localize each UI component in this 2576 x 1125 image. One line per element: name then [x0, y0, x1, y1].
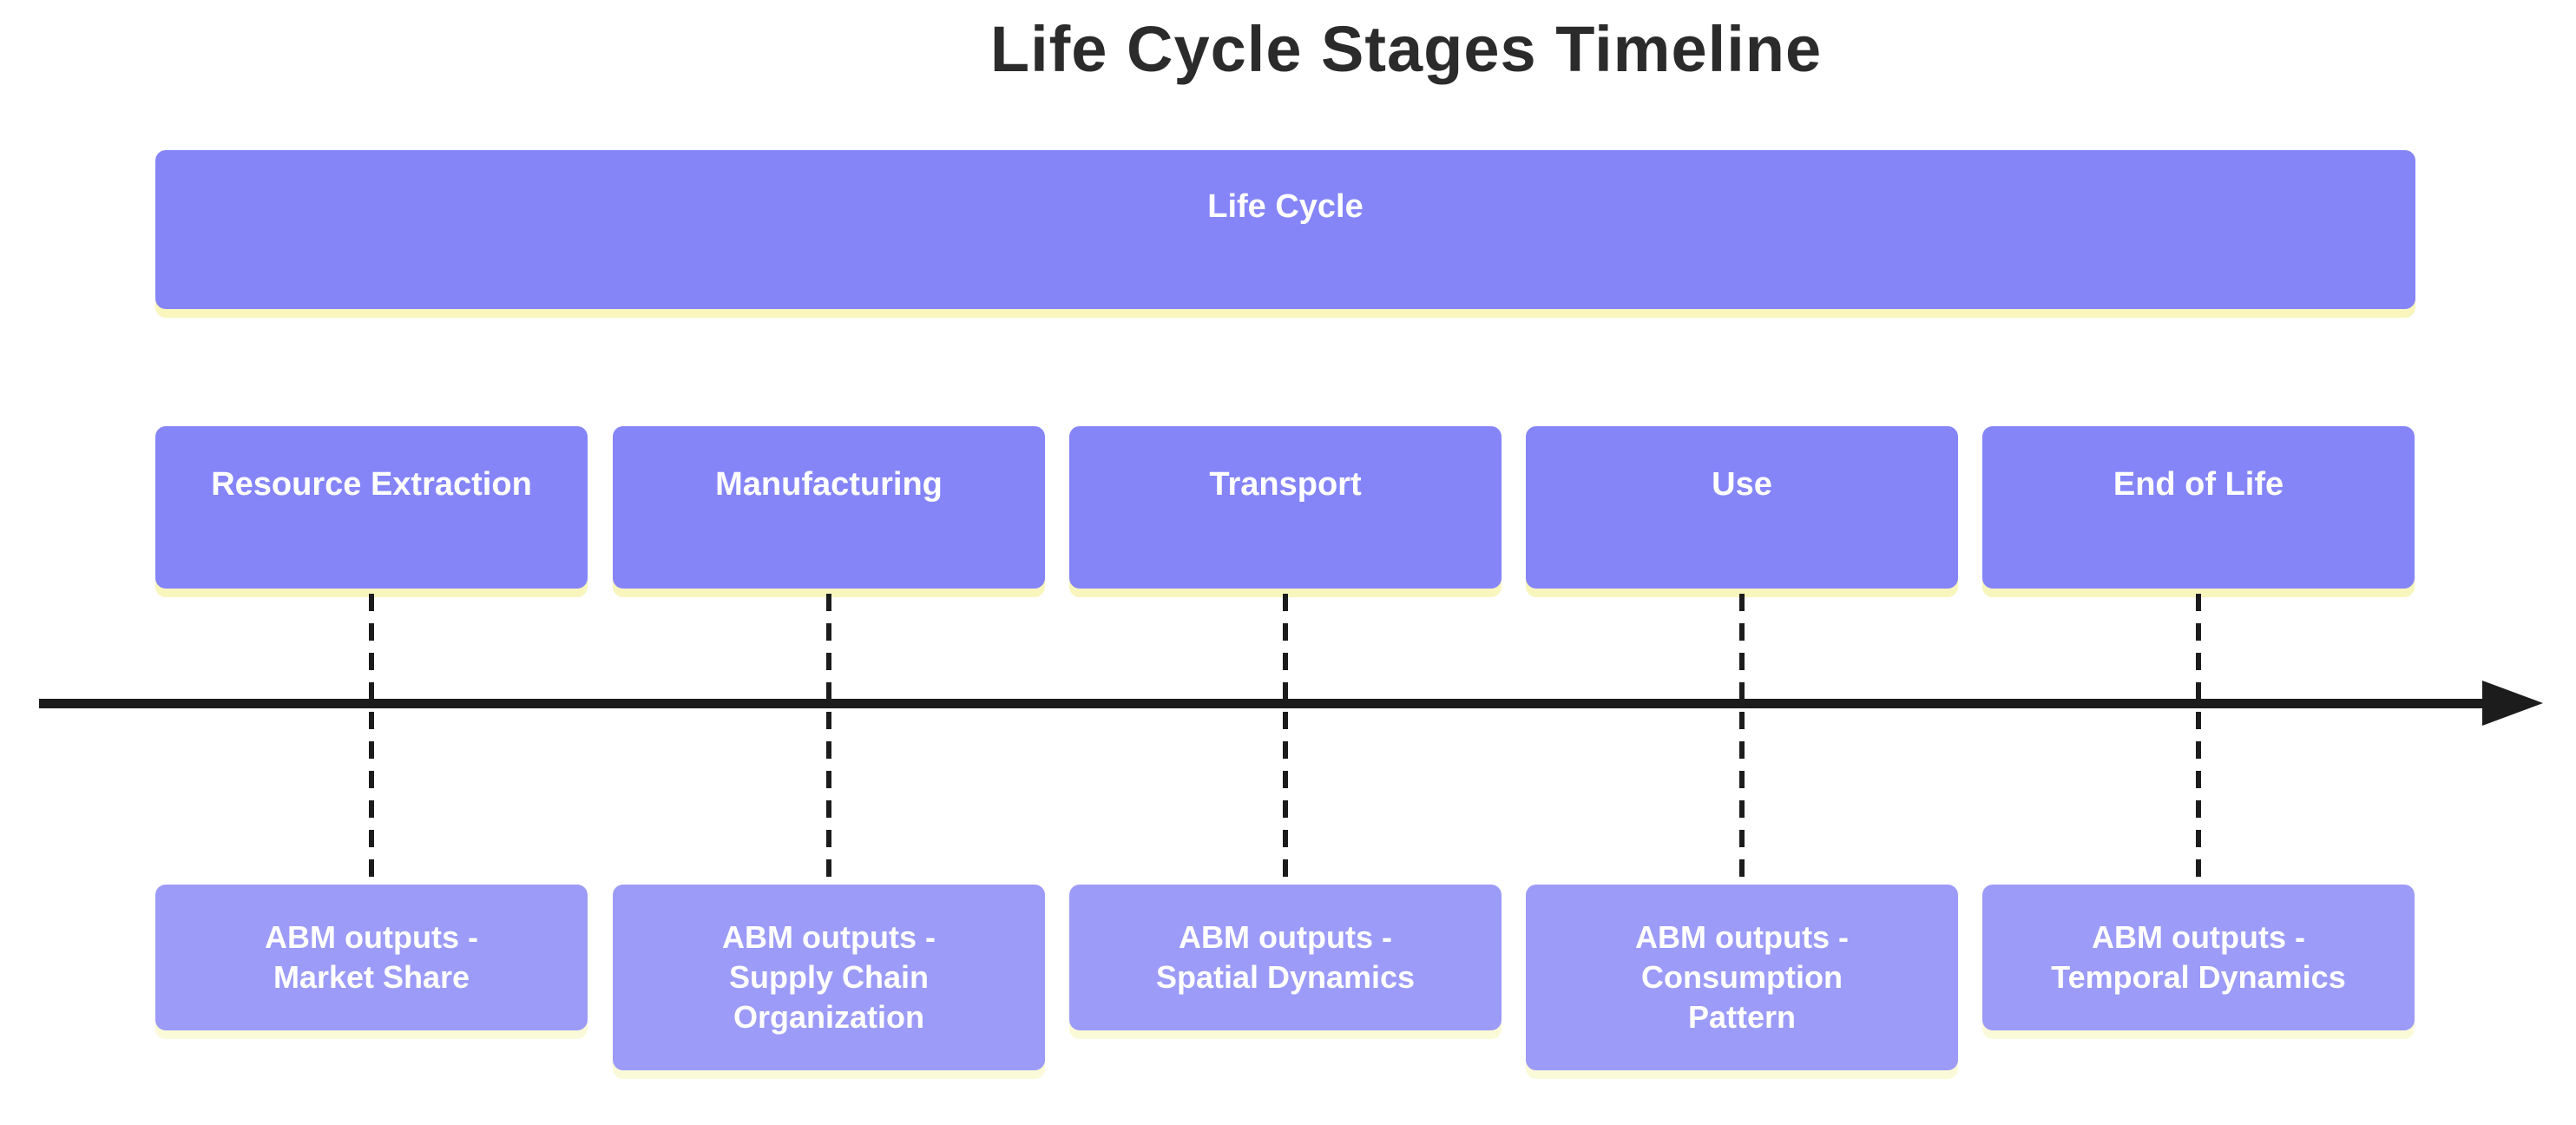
event-box-temporal-dynamics: ABM outputs - Temporal Dynamics: [1982, 885, 2415, 1030]
section-bar-life-cycle: Life Cycle: [155, 150, 2415, 309]
stage-label: Resource Extraction: [211, 466, 532, 503]
stage-label: End of Life: [2113, 466, 2284, 503]
connector-dashed-line: [826, 594, 831, 880]
event-box-market-share: ABM outputs - Market Share: [155, 885, 588, 1030]
stage-box-end-of-life: End of Life: [1982, 426, 2415, 589]
event-box-consumption-pattern: ABM outputs - Consumption Pattern: [1526, 885, 1958, 1070]
event-box-spatial-dynamics: ABM outputs - Spatial Dynamics: [1069, 885, 1502, 1030]
stage-box-use: Use: [1526, 426, 1958, 589]
stage-box-resource-extraction: Resource Extraction: [155, 426, 588, 589]
connector-dashed-line: [1739, 594, 1745, 880]
section-label: Life Cycle: [1207, 188, 1364, 225]
diagram-title: Life Cycle Stages Timeline: [989, 13, 1823, 85]
arrowhead-icon: [2482, 681, 2543, 726]
stage-box-manufacturing: Manufacturing: [613, 426, 1045, 589]
event-label: ABM outputs - Spatial Dynamics: [1155, 919, 1416, 995]
stage-label: Use: [1712, 466, 1772, 503]
connector-dashed-line: [2196, 594, 2201, 880]
stage-label: Transport: [1209, 466, 1362, 503]
stage-box-transport: Transport: [1069, 426, 1502, 589]
event-box-supply-chain-organization: ABM outputs - Supply Chain Organization: [613, 885, 1045, 1070]
event-label: ABM outputs - Supply Chain Organization: [722, 919, 936, 1035]
event-label: ABM outputs - Market Share: [265, 919, 478, 995]
event-label: ABM outputs - Temporal Dynamics: [2051, 919, 2346, 995]
stage-label: Manufacturing: [715, 466, 943, 503]
connector-dashed-line: [1283, 594, 1288, 880]
event-label: ABM outputs - Consumption Pattern: [1635, 919, 1849, 1035]
timeline-axis: [39, 699, 2489, 708]
connector-dashed-line: [369, 594, 374, 880]
